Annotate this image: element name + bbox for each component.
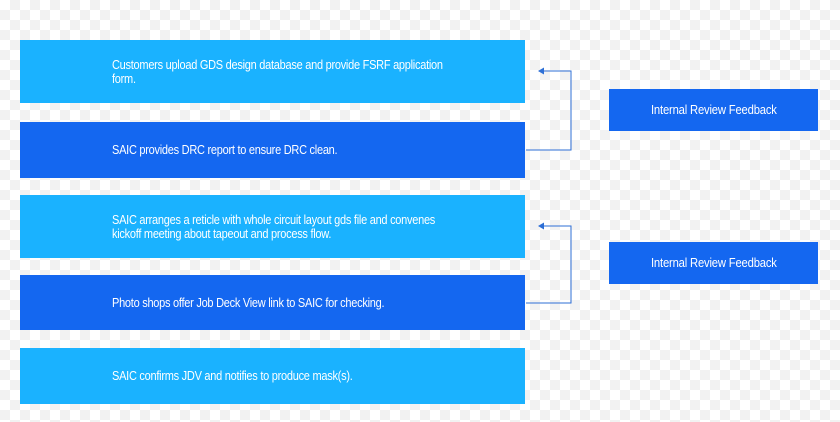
feedback-loop-1-line <box>526 70 572 151</box>
step-2-text: SAIC provides DRC report to ensure DRC c… <box>112 143 338 157</box>
step-2-box: SAIC provides DRC report to ensure DRC c… <box>20 122 525 178</box>
step-4-box: Photo shops offer Job Deck View link to … <box>20 275 525 330</box>
step-4-text: Photo shops offer Job Deck View link to … <box>112 295 385 310</box>
step-3-text: SAIC arranges a reticle with whole circu… <box>112 212 436 241</box>
feedback-label-1: Internal Review Feedback <box>650 103 777 117</box>
step-1-box: Customers upload GDS design database and… <box>20 40 525 103</box>
step-5-text: SAIC confirms JDV and notifies to produc… <box>112 369 353 383</box>
step-3-box: SAIC arranges a reticle with whole circu… <box>20 195 525 258</box>
step-1-text: Customers upload GDS design database and… <box>112 57 443 86</box>
arrow-head-icon <box>538 67 544 75</box>
step-5-box: SAIC confirms JDV and notifies to produc… <box>20 348 525 404</box>
feedback-label-2: Internal Review Feedback <box>650 256 777 270</box>
feedback-loop-2-line <box>526 225 572 304</box>
feedback-box-2: Internal Review Feedback <box>609 242 818 284</box>
feedback-box-1: Internal Review Feedback <box>609 89 818 131</box>
arrow-head-icon <box>538 222 544 230</box>
